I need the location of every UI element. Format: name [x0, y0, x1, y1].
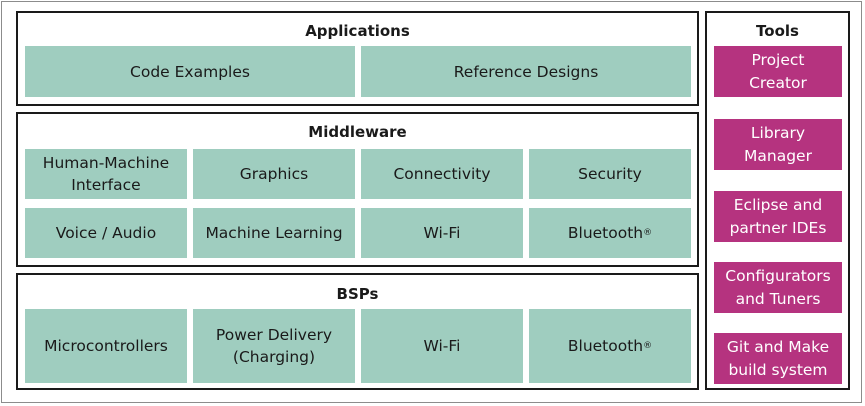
hmi-block: Human-Machine Interface	[25, 149, 187, 199]
power-delivery-block: Power Delivery (Charging)	[193, 309, 355, 383]
voice-audio-block: Voice / Audio	[25, 208, 187, 258]
tools-title: Tools	[756, 22, 799, 40]
microcontrollers-block: Microcontrollers	[25, 309, 187, 383]
applications-title: Applications	[305, 22, 410, 40]
applications-section: Applications Code Examples Reference Des…	[16, 11, 699, 106]
reference-designs-block: Reference Designs	[361, 46, 691, 97]
security-block: Security	[529, 149, 691, 199]
middleware-section: Middleware Human-Machine Interface Graph…	[16, 112, 699, 267]
tools-section: Tools Project Creator Library Manager Ec…	[705, 11, 850, 390]
connectivity-block: Connectivity	[361, 149, 523, 199]
project-creator-tool: Project Creator	[714, 46, 842, 97]
git-make-build-tool: Git and Make build system	[714, 333, 842, 384]
code-examples-block: Code Examples	[25, 46, 355, 97]
bsp-wifi-block: Wi-Fi	[361, 309, 523, 383]
library-manager-tool: Library Manager	[714, 119, 842, 170]
bsp-bluetooth-block: Bluetooth®	[529, 309, 691, 383]
bsps-section: BSPs Microcontrollers Power Delivery (Ch…	[16, 273, 699, 390]
graphics-block: Graphics	[193, 149, 355, 199]
machine-learning-block: Machine Learning	[193, 208, 355, 258]
middleware-title: Middleware	[308, 123, 407, 141]
eclipse-ides-tool: Eclipse and partner IDEs	[714, 191, 842, 242]
middleware-wifi-block: Wi-Fi	[361, 208, 523, 258]
configurators-tuners-tool: Configurators and Tuners	[714, 262, 842, 313]
middleware-bluetooth-label: Bluetooth	[567, 224, 644, 242]
middleware-bluetooth-block: Bluetooth®	[529, 208, 691, 258]
bsp-bluetooth-label: Bluetooth	[567, 337, 644, 355]
bsps-title: BSPs	[336, 285, 379, 303]
